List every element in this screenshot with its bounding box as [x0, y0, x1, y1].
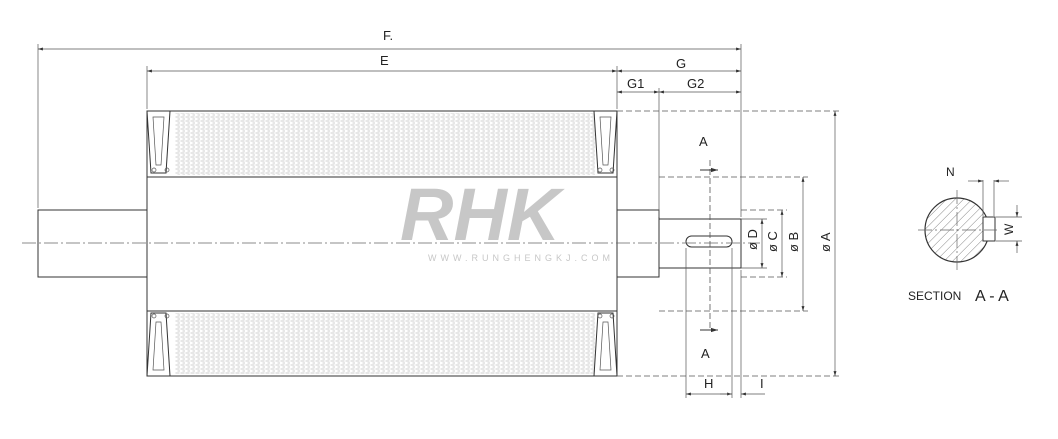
right-shaft: [616, 209, 742, 278]
extension-lines: [617, 110, 840, 377]
roller-body: [146, 110, 618, 377]
label-G2: G2: [687, 76, 704, 91]
section-cut-line: A A: [699, 134, 718, 361]
label-N: N: [946, 165, 955, 179]
keyway-slot: [685, 235, 733, 248]
label-dia-C: ø C: [765, 231, 780, 252]
brush-strip-top: [175, 113, 595, 175]
label-section-top: A: [699, 134, 708, 149]
label-G: G: [676, 56, 686, 71]
dimension-E: E: [146, 53, 618, 109]
label-W: W: [1002, 223, 1016, 235]
dimension-H-I: H I: [685, 248, 765, 398]
end-clamps: [146, 110, 618, 377]
label-E: E: [380, 53, 389, 68]
section-view: N W SECTION A - A: [908, 165, 1022, 305]
section-word: SECTION: [908, 289, 961, 303]
label-section-bottom: A: [701, 346, 710, 361]
label-dia-A: ø A: [818, 232, 833, 252]
dimension-G1-G2: G1 G2: [617, 76, 741, 217]
watermark-url: WWW.RUNGHENGKJ.COM: [428, 253, 614, 263]
left-shaft: [37, 209, 148, 278]
brush-strip-bottom: [175, 313, 595, 374]
label-dia-B: ø B: [786, 232, 801, 252]
dimension-G: G: [617, 56, 741, 73]
watermark-logo: RHK: [400, 173, 565, 256]
label-G1: G1: [627, 76, 644, 91]
label-F: F.: [383, 28, 393, 43]
dimension-F: F.: [37, 28, 742, 217]
label-dia-D: ø D: [745, 229, 760, 250]
label-H: H: [704, 376, 713, 391]
dimension-diameters: ø D ø C ø B ø A: [745, 111, 837, 376]
watermark: RHK WWW.RUNGHENGKJ.COM: [400, 173, 614, 263]
section-name: A - A: [975, 288, 1009, 305]
label-I: I: [760, 376, 764, 391]
